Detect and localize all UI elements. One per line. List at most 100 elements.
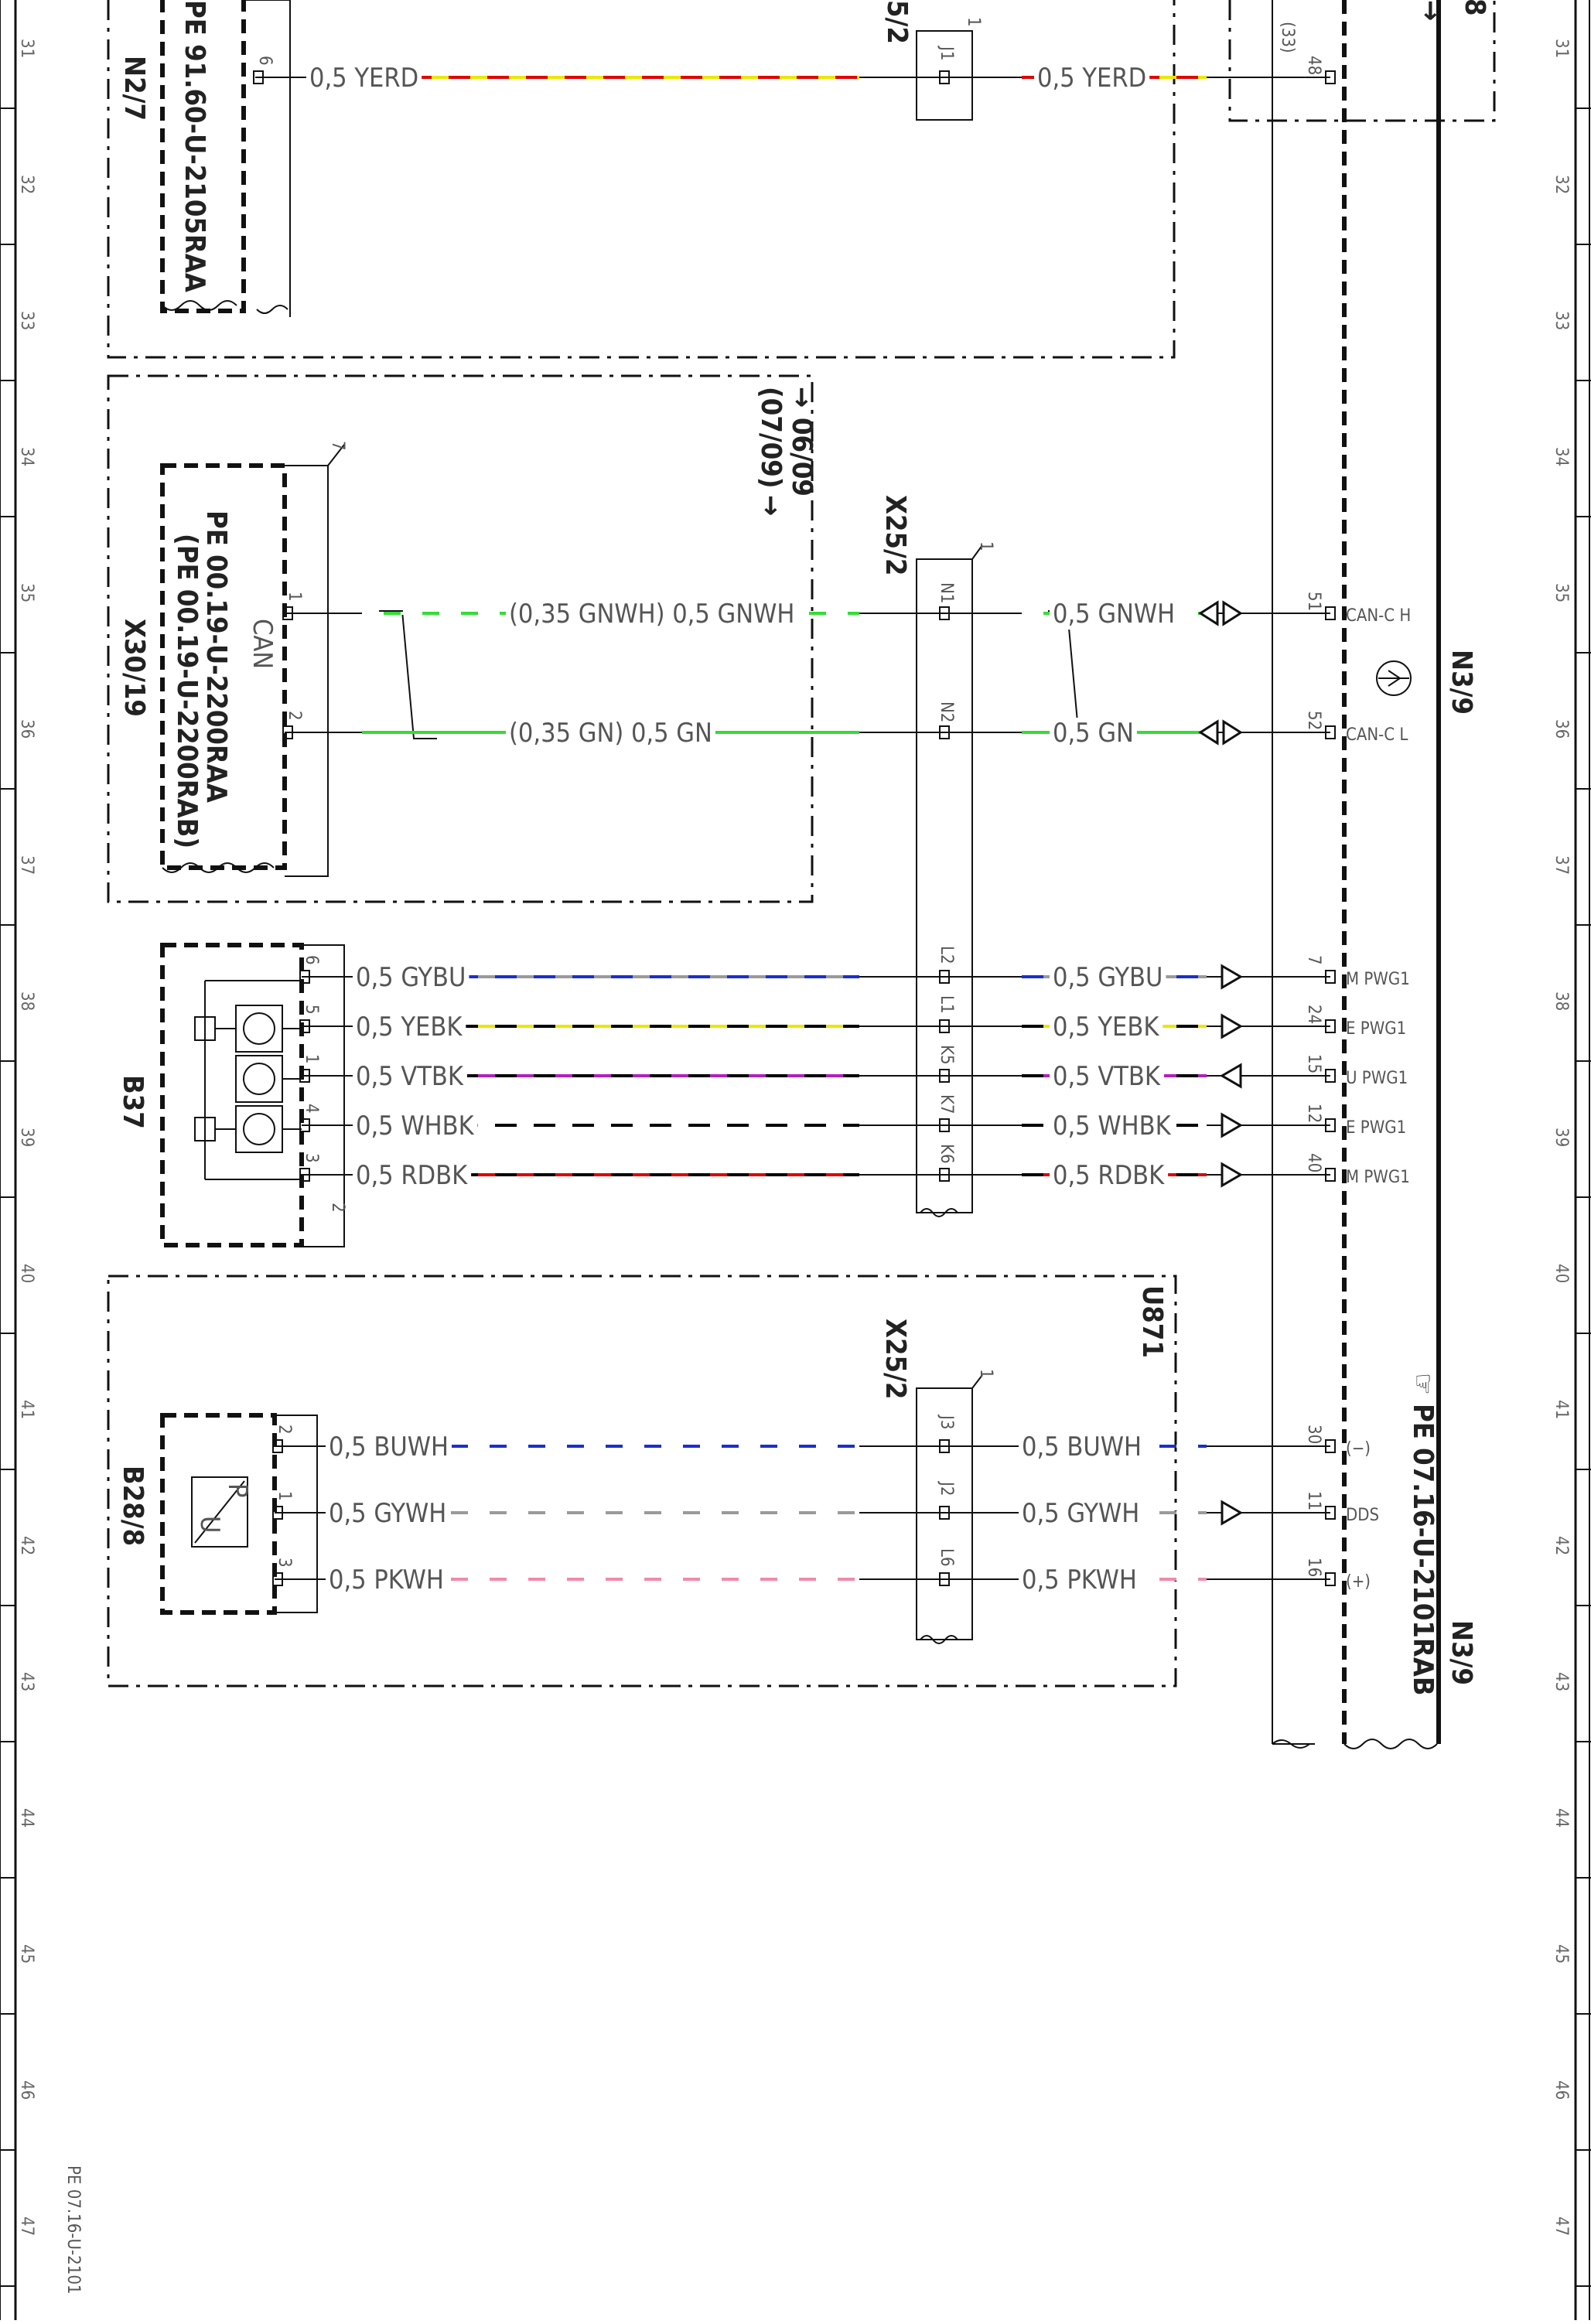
right-border [1574,0,1590,2320]
wire-label-left: 0,5 YERD [309,63,418,94]
grid-number-right: 46 [1552,2080,1571,2100]
signal-arrow-icon [1221,1500,1243,1526]
x30-19-count: 7 [328,441,347,451]
grid-number-left: 46 [17,2080,36,2100]
connector-pin-label: J3 [937,1414,956,1429]
b28-8-id: B28/8 [117,1466,149,1546]
signal-arrow-icon [1221,1112,1243,1138]
bidirectional-arrow-icon [1198,600,1219,626]
b37-pin-2: 2 [328,1203,347,1213]
grid-number-left: 43 [17,1672,36,1691]
b28-8-symbol-p: P [222,1483,253,1497]
n3-9-module: N3/9 N3/9 PE 07.16-U-2101RAB ☞ [1272,0,1477,1749]
bidirectional-arrow-icon [1198,719,1219,746]
wire-label-right: 0,5 BUWH [1022,1432,1142,1462]
grid-number-left: 31 [17,39,36,58]
signal-label: (−) [1346,1439,1371,1459]
grid-number-right: 37 [1552,855,1571,875]
grid-number-left: 42 [17,1536,36,1555]
wire-label-right: 0,5 VTBK [1053,1061,1161,1092]
wire-label-left: 0,5 WHBK [356,1111,475,1142]
x25-2-date2: (07/09) [755,387,787,489]
b37-id: B37 [117,1075,149,1129]
connector-pin-label: J2 [937,1480,956,1496]
pin-right [1325,1439,1336,1453]
grid-number-right: 47 [1552,2217,1571,2236]
signal-arrow-icon [1221,964,1243,990]
pin-mid [939,606,950,620]
pin-number-left: 3 [275,1558,294,1568]
connector-pin-label: L1 [937,995,956,1014]
wire-label-left: 0,5 VTBK [356,1061,464,1092]
pin-mid [939,1118,950,1132]
bidirectional-arrow-icon [1222,719,1243,746]
signal-label: M PWG1 [1346,1168,1410,1187]
grid-number-right: 34 [1552,447,1571,466]
u871-module: U871 P U B28/8 1 X25/2 [107,1275,1177,1688]
wire-label-right: 0,5 YERD [1037,63,1146,94]
x25-2-date: 06/09 [786,418,818,497]
signal-arrow-icon [1221,1162,1243,1188]
n39-top-arrow: → [1415,0,1446,21]
grid-number-left: 45 [17,1944,36,1964]
pin-number-left: 2 [285,711,304,721]
grid-number-right: 33 [1552,311,1571,330]
wire-label-right: 0,5 GNWH [1053,599,1175,630]
x25-2-mid-pin1: 1 [976,541,995,551]
x25-2-mid-label: X25/2 [879,495,911,575]
wire-label-right: 0,5 GYBU [1053,962,1163,993]
x30-19-module: 7 CAN PE 00.19-U-2200RAA (PE 00.19-U-220… [107,374,818,903]
signal-label: CAN-C L [1346,725,1408,745]
pin-number-right: 24 [1304,1005,1323,1024]
pin-mid [939,1572,950,1586]
wire-label-right: 0,5 GYWH [1022,1498,1139,1529]
signal-label: E PWG1 [1346,1118,1406,1138]
pin-right [1325,725,1336,739]
b37-sensor: B37 2 [117,943,347,1247]
pin-left [282,725,293,739]
grid-number-right: 35 [1552,583,1571,602]
pin-number-left: 1 [275,1491,294,1501]
pin-number-right: 52 [1304,711,1323,730]
pin-right [1325,606,1336,620]
x25-2-top-partial: 5/2 1 [881,0,983,121]
twist-marks [379,610,1094,739]
pin-right [1325,1506,1336,1520]
signal-label: U PWG1 [1346,1069,1408,1088]
x25-2-date2-arrow: → [755,495,787,516]
pin-number-left: 1 [302,1054,321,1064]
pin-right [1325,1019,1336,1033]
n3-9-ref-icon: ☞ [1407,1373,1439,1395]
wire-label-left: 0,5 GYBU [356,962,466,993]
signal-arrow-icon [1221,1013,1243,1039]
pin-mid [939,1439,950,1453]
connector-pin-label: L6 [937,1548,956,1567]
pin-right [1325,970,1336,984]
connector-pin-label: N2 [937,701,956,722]
grid-number-right: 42 [1552,1536,1571,1555]
grid-number-left: 40 [17,1264,36,1283]
x25-2-middle: 1 X25/2 [879,495,995,1217]
pin-mid [939,970,950,984]
grid-number-right: 39 [1552,1128,1571,1147]
pin-left [299,1019,310,1033]
n39-top-partial: 8 → (33) [1228,0,1496,122]
wire-label-left: 0,5 BUWH [329,1432,449,1462]
wire-label-left: 0,5 RDBK [356,1160,468,1191]
grid-number-right: 44 [1552,1808,1571,1827]
pin-left [282,606,293,620]
connector-pin-label: K6 [937,1144,956,1164]
n39-top-pin2: (33) [1278,22,1297,53]
pin-number-left: 3 [302,1153,321,1163]
transceiver-icon [1376,660,1412,696]
x25-2-top-label: 5/2 [881,0,913,44]
pin-number-right: 51 [1304,592,1323,611]
grid-number-left: 44 [17,1808,36,1827]
pin-right [1325,1118,1336,1132]
u871-id: U871 [1136,1285,1168,1358]
